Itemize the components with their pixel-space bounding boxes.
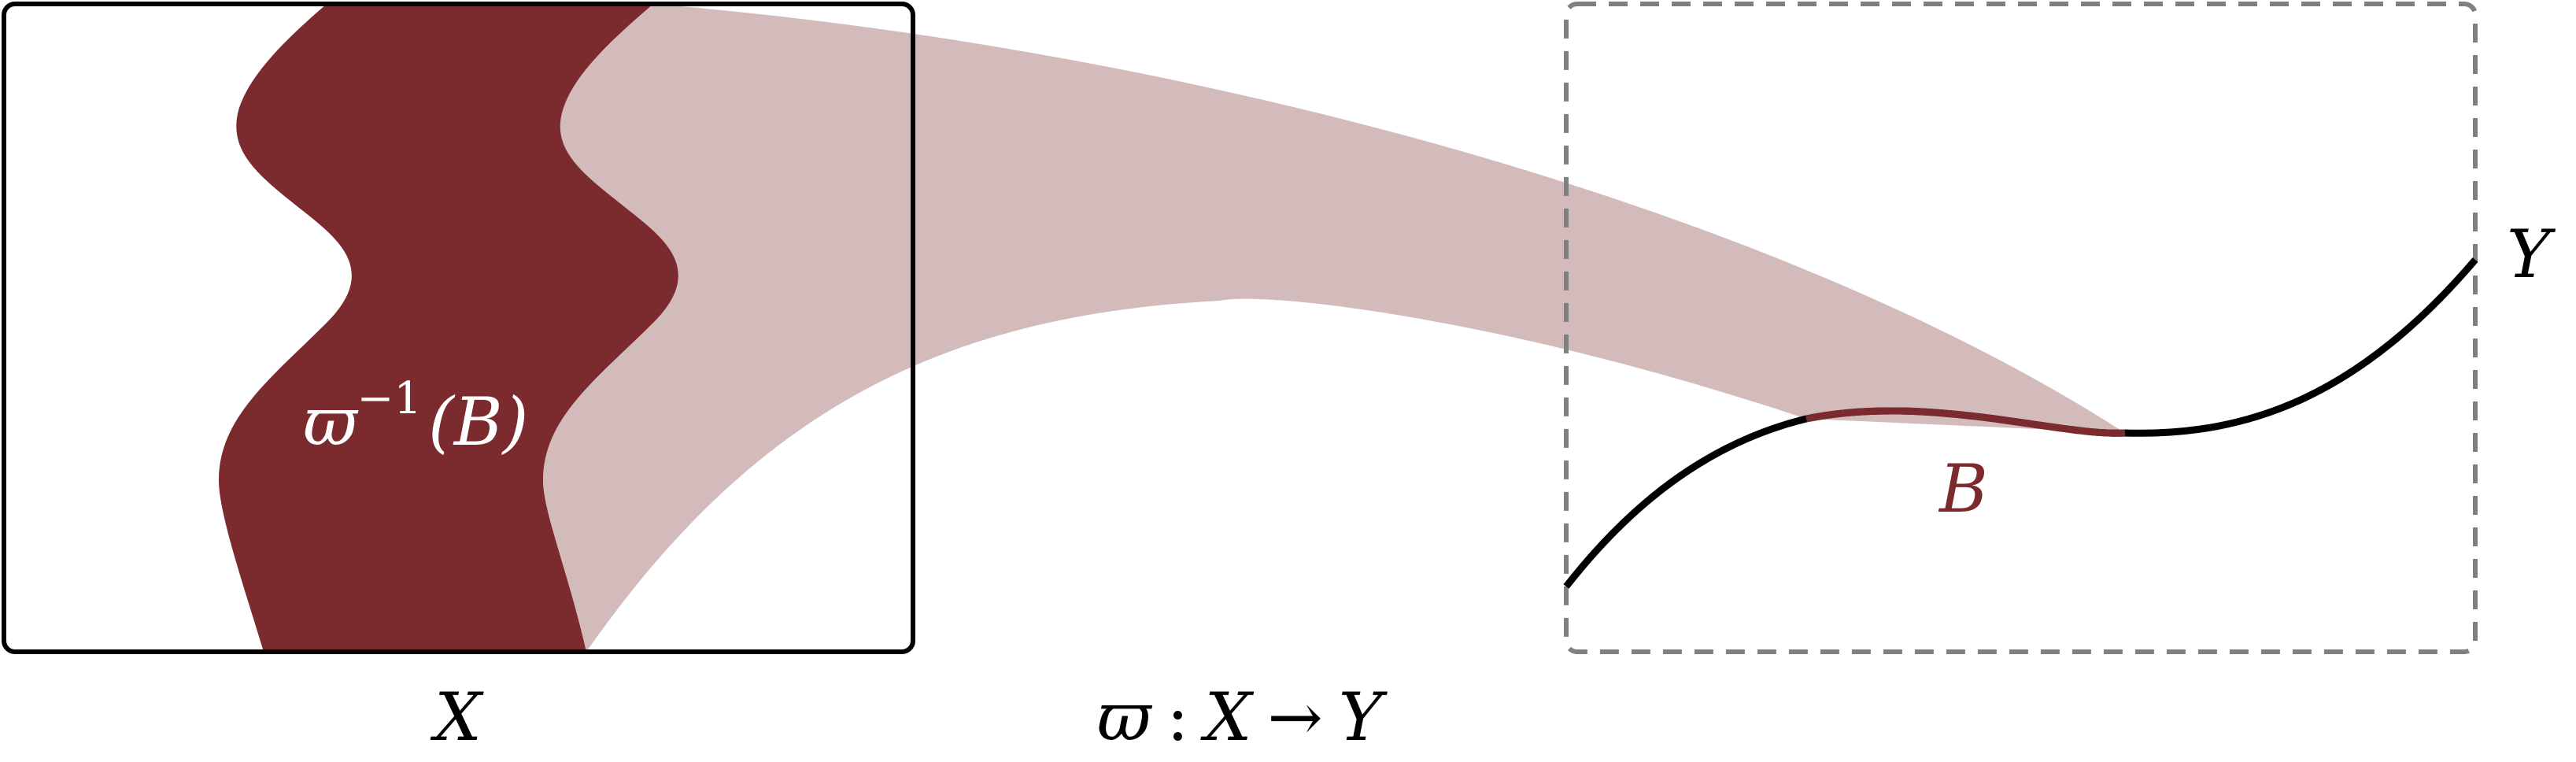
map-label-codomain: Y	[1339, 679, 1388, 756]
space-x-label: X	[430, 679, 484, 756]
preimage-label-argument: (B)	[428, 383, 528, 461]
map-label-domain: X	[1200, 679, 1255, 756]
subset-b-segment	[1805, 407, 2126, 437]
preimage-label: ϖ−1(B)	[303, 373, 528, 461]
space-x-frame	[2, 2, 915, 654]
projection-band	[543, 4, 2125, 652]
subset-b-label: B	[1938, 450, 1988, 527]
preimage-label-exponent: −1	[357, 373, 423, 424]
space-y-frame	[1564, 2, 2478, 654]
preimage-region	[219, 4, 678, 652]
map-label-colon: :	[1166, 679, 1188, 756]
space-y-label: Y	[2507, 216, 2556, 293]
map-label: ϖ:X→Y	[1097, 679, 1388, 756]
map-label-arrow: →	[1267, 679, 1322, 756]
preimage-label-symbol: ϖ	[303, 383, 359, 461]
map-label-symbol: ϖ	[1097, 679, 1153, 756]
